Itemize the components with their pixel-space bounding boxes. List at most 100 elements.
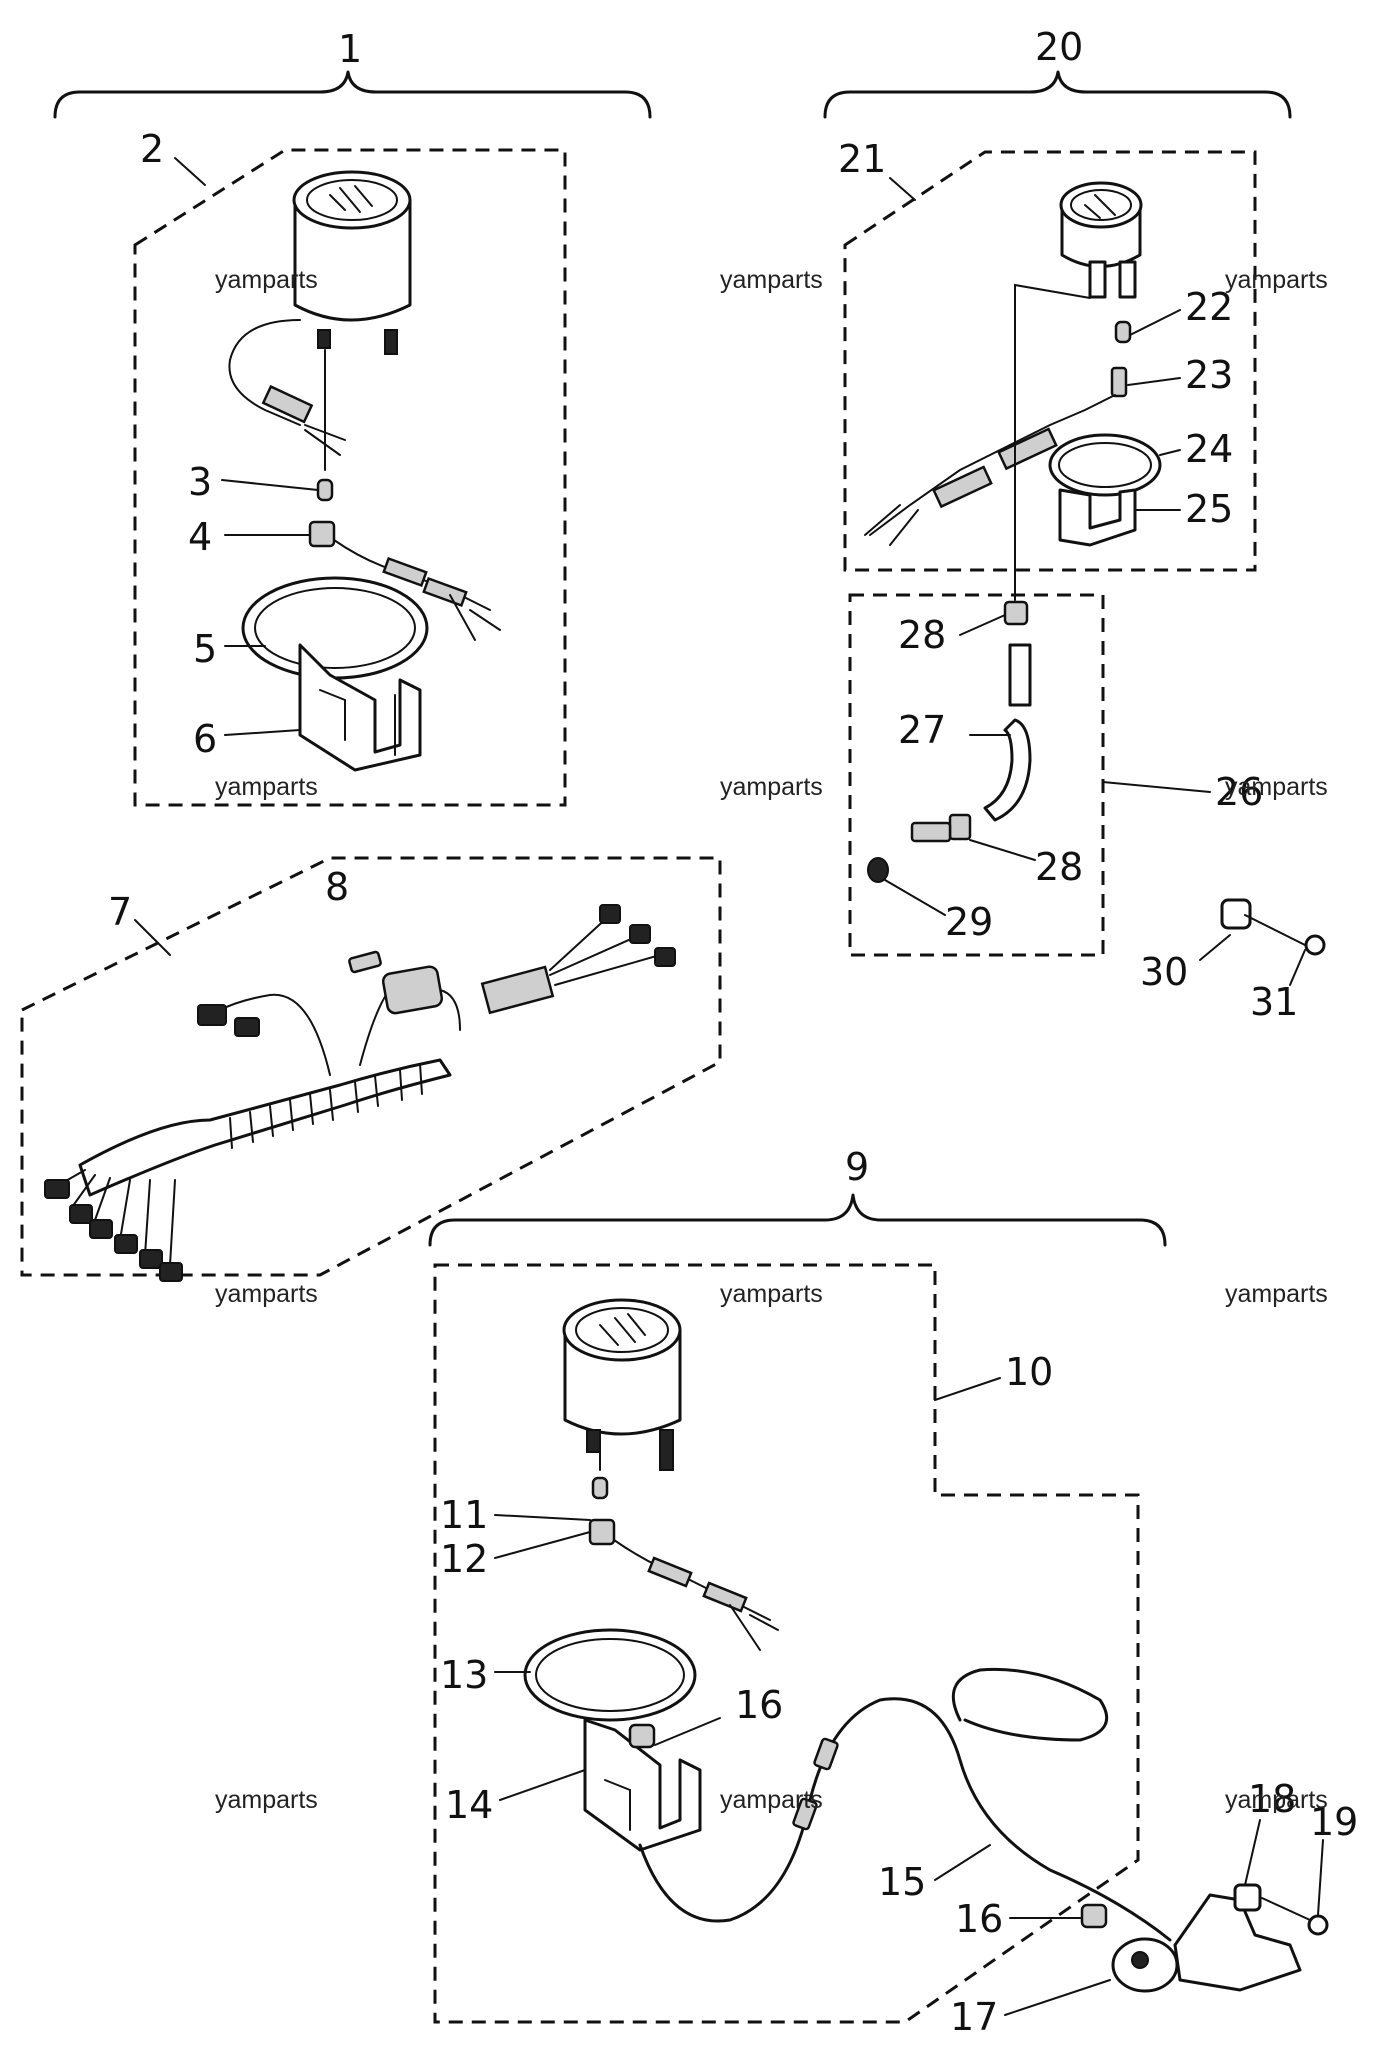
callout-11: 11 — [440, 1493, 488, 1537]
callout-15: 15 — [878, 1860, 926, 1904]
terminal-8 — [348, 950, 382, 974]
watermark: yamparts — [1225, 266, 1328, 294]
gauge-21 — [1059, 181, 1143, 299]
dashed-box-2 — [133, 148, 567, 807]
bulb-22 — [1114, 320, 1132, 344]
callout-4: 4 — [188, 515, 212, 559]
leader-16a — [654, 1717, 721, 1746]
callout-31: 31 — [1250, 980, 1298, 1024]
screw-19 — [1261, 1897, 1329, 1936]
callout-25: 25 — [1185, 487, 1233, 531]
callout-30: 30 — [1140, 950, 1188, 994]
leader-24 — [1159, 449, 1181, 456]
watermark: yamparts — [215, 773, 318, 801]
callout-27: 27 — [898, 708, 946, 752]
callout-5: 5 — [193, 627, 217, 671]
callout-3: 3 — [188, 460, 212, 504]
leader-12 — [494, 1531, 591, 1559]
leader-21 — [889, 177, 916, 201]
gauge-10 — [562, 1298, 682, 1471]
leader-3 — [221, 479, 319, 491]
leader-26 — [1102, 781, 1211, 793]
callout-16a: 16 — [735, 1683, 783, 1727]
callout-10: 10 — [1005, 1350, 1053, 1394]
leader-23 — [1127, 377, 1181, 386]
bracket-25 — [1058, 488, 1137, 547]
leader-15 — [934, 1844, 991, 1881]
leader-29 — [884, 879, 946, 916]
callout-8: 8 — [325, 865, 349, 909]
gasket-13 — [523, 1628, 697, 1722]
callout-19: 19 — [1310, 1800, 1358, 1844]
callout-1: 1 — [338, 27, 362, 71]
leader-28b — [969, 839, 1036, 861]
callout-22: 22 — [1185, 285, 1233, 329]
dashed-box-21 — [843, 150, 1257, 572]
watermark: yamparts — [1225, 1786, 1328, 1814]
watermark: yamparts — [1225, 1280, 1328, 1308]
callout-12: 12 — [440, 1537, 488, 1581]
callout-28b: 28 — [1035, 845, 1083, 889]
speedo-pickup-17 — [1111, 1893, 1302, 1993]
clip-18 — [1233, 1883, 1262, 1912]
leader-17 — [1004, 1979, 1111, 2016]
callout-6: 6 — [193, 717, 217, 761]
nut-28-top — [1003, 600, 1029, 626]
callout-16b: 16 — [955, 1897, 1003, 1941]
bracket-group-20 — [823, 70, 1292, 119]
bulb-11 — [591, 1476, 609, 1500]
dashed-box-26 — [848, 593, 1105, 957]
callout-2: 2 — [140, 127, 164, 171]
callout-29: 29 — [945, 900, 993, 944]
tube-27 — [1008, 643, 1032, 707]
hose-27 — [983, 718, 1032, 822]
bulb-3 — [316, 478, 334, 502]
leader-14 — [499, 1769, 586, 1801]
socket-23 — [864, 366, 1128, 546]
gasket-24 — [1048, 433, 1162, 497]
bracket-group-9 — [428, 1193, 1167, 1247]
leader-10 — [934, 1377, 1001, 1401]
watermark: yamparts — [215, 1280, 318, 1308]
leader-22 — [1129, 309, 1181, 336]
callout-21: 21 — [838, 137, 886, 181]
watermark: yamparts — [215, 266, 318, 294]
leader-6 — [224, 729, 301, 736]
bracket-group-1 — [53, 70, 652, 119]
leader-7 — [134, 919, 171, 956]
dashed-box-7 — [20, 856, 722, 1277]
dashed-box-10 — [433, 1263, 1140, 2024]
callout-17: 17 — [950, 1995, 998, 2039]
leader-11 — [494, 1514, 591, 1521]
watermark: yamparts — [1225, 773, 1328, 801]
fitting-28 — [867, 813, 972, 883]
callout-13: 13 — [440, 1653, 488, 1697]
clip-30 — [1199, 898, 1306, 961]
bracket-14 — [583, 1718, 702, 1852]
gauge-2 — [228, 170, 412, 456]
watermark: yamparts — [720, 1280, 823, 1308]
callout-7: 7 — [108, 890, 132, 934]
watermark: yamparts — [215, 1786, 318, 1814]
leader-19 — [1317, 1839, 1324, 1916]
leader-28a — [959, 614, 1006, 636]
bracket-6 — [298, 643, 422, 772]
watermark: yamparts — [720, 773, 823, 801]
leader-2 — [174, 157, 206, 186]
callout-26: 26 — [1215, 770, 1263, 814]
callout-24: 24 — [1185, 427, 1233, 471]
callout-20: 20 — [1035, 25, 1083, 69]
socket-12 — [588, 1518, 779, 1651]
cable-15 — [638, 1667, 1172, 1942]
socket-4 — [308, 520, 501, 641]
watermark: yamparts — [720, 266, 823, 294]
callout-14: 14 — [445, 1783, 493, 1827]
harness-7 — [44, 904, 676, 1282]
watermarks: yamparts yamparts yamparts yamparts yamp… — [215, 266, 1328, 1814]
callout-9: 9 — [845, 1145, 869, 1189]
watermark: yamparts — [720, 1786, 823, 1814]
screw-31 — [1289, 934, 1326, 986]
callout-numbers: 1 2 3 4 5 6 7 8 9 10 11 12 13 14 15 16 1… — [108, 25, 1358, 2039]
gasket-5 — [241, 576, 429, 680]
